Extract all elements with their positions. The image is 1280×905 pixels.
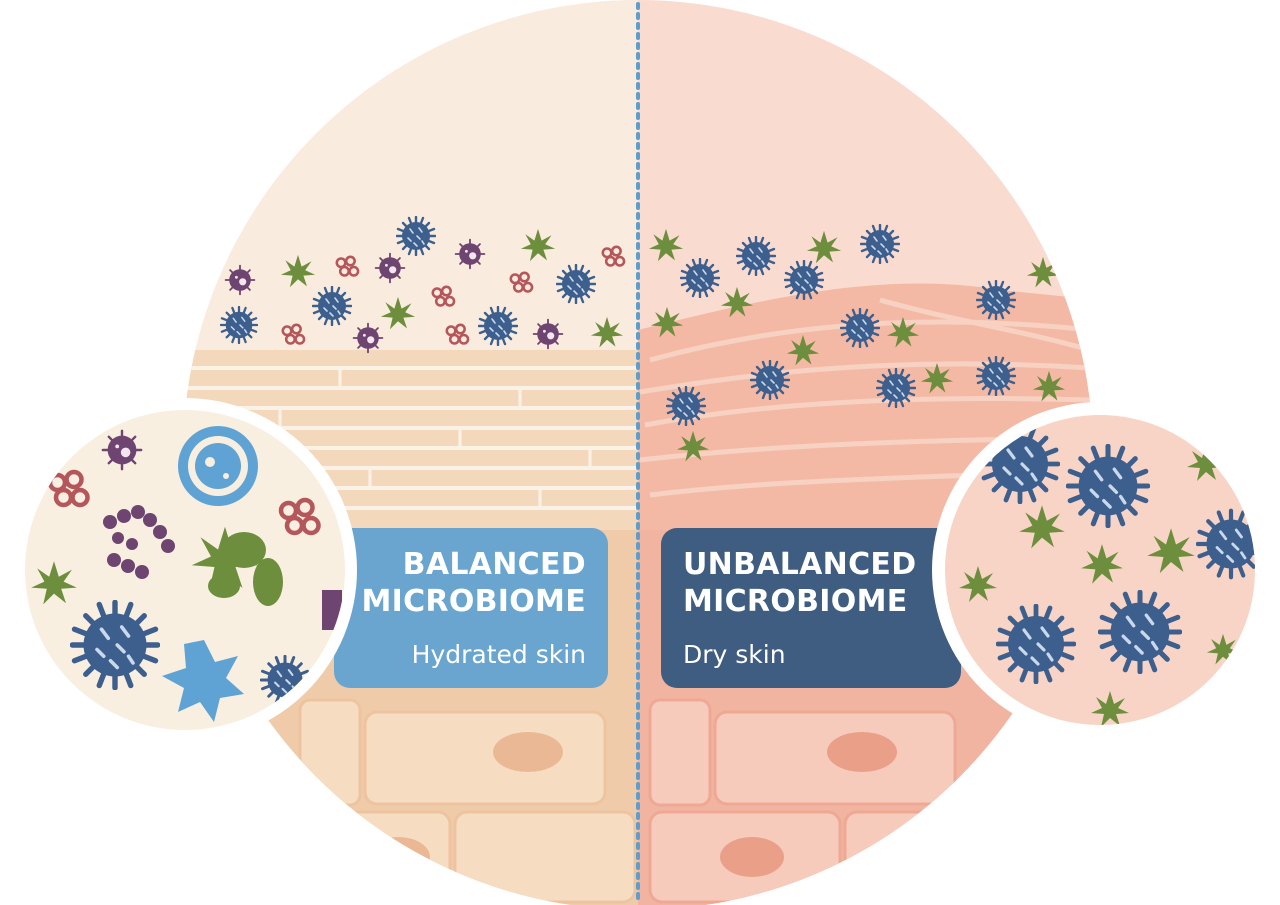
balanced-panel bbox=[334, 528, 608, 688]
balanced-title-line1: BALANCED bbox=[402, 547, 586, 582]
unbalanced-title-line2: MICROBIOME bbox=[683, 584, 908, 619]
unbalanced-label: UNBALANCED MICROBIOME Dry skin bbox=[661, 528, 961, 688]
balanced-label: BALANCED MICROBIOME Hydrated skin bbox=[334, 528, 608, 688]
unbalanced-subtitle: Dry skin bbox=[683, 640, 786, 669]
balanced-subtitle: Hydrated skin bbox=[411, 640, 586, 669]
unbalanced-zoom-circle bbox=[932, 402, 1268, 738]
unbalanced-title-line1: UNBALANCED bbox=[683, 547, 917, 582]
balanced-title-line2: MICROBIOME bbox=[361, 584, 586, 619]
unbalanced-panel bbox=[661, 528, 961, 688]
balanced-zoom-circle bbox=[13, 398, 357, 742]
